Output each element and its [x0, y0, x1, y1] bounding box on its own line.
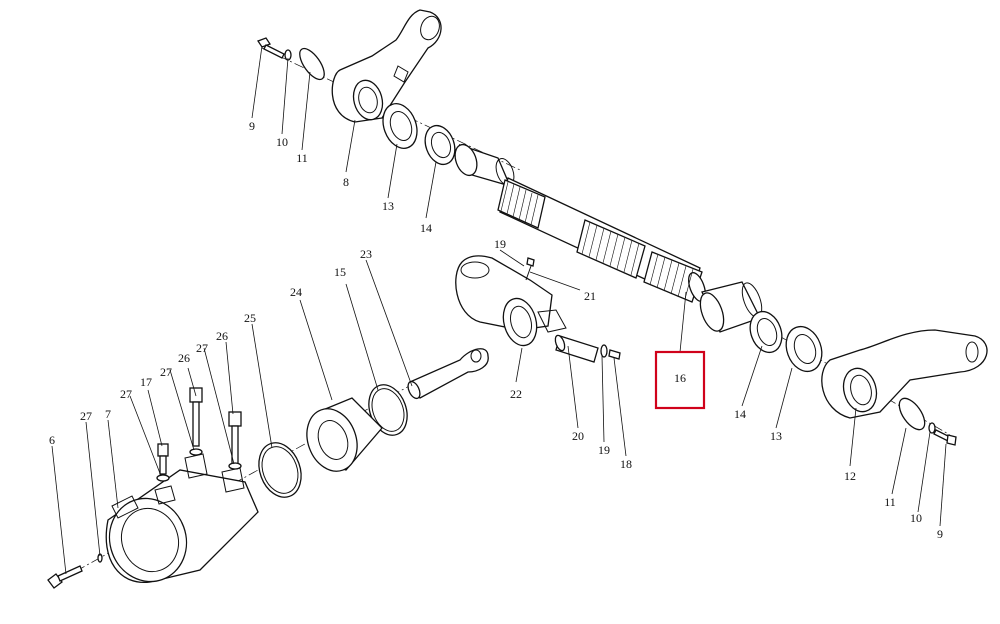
callout-27-c: 27	[120, 387, 132, 401]
callout-9-upper: 9	[249, 119, 255, 133]
washer-27-c	[156, 474, 170, 482]
ring-13-right	[785, 325, 823, 373]
splined-shaft	[497, 177, 706, 303]
cylinder-housing	[105, 453, 259, 584]
flat-washer-right	[898, 397, 926, 431]
callout-27-d: 27	[80, 409, 92, 423]
callout-27-b: 27	[196, 341, 208, 355]
pin-19-lower	[600, 344, 608, 358]
callout-8: 8	[343, 175, 349, 189]
callout-18: 18	[620, 457, 632, 471]
callout-26-left: 26	[178, 351, 190, 365]
lever-arm-right	[821, 329, 988, 419]
snap-ring-15	[368, 384, 408, 436]
bolt-17	[157, 443, 169, 475]
callout-13-upper: 13	[382, 199, 394, 213]
shift-housing	[455, 255, 567, 347]
callout-15: 15	[334, 265, 346, 279]
callout-22: 22	[510, 387, 522, 401]
ring-13-upper	[382, 103, 418, 149]
callout-26-right: 26	[216, 329, 228, 343]
washer-27-b	[228, 462, 242, 470]
bushing-upper	[454, 143, 515, 188]
callout-13-right: 13	[770, 429, 782, 443]
callout-24: 24	[290, 285, 302, 299]
ring-14-upper	[424, 124, 456, 166]
callout-12: 12	[844, 469, 856, 483]
part-16-highlight-box	[654, 350, 706, 410]
callout-14-right: 14	[734, 407, 746, 421]
bolt-upper-left	[257, 37, 285, 59]
flat-washer-upper-left	[299, 47, 325, 81]
leader-lines	[51, 45, 947, 575]
bolt-21	[525, 257, 535, 281]
callout-10-upper: 10	[276, 135, 288, 149]
bolt-26-long	[189, 387, 203, 447]
snap-ring-25	[258, 442, 302, 498]
callout-10-right: 10	[910, 511, 922, 525]
callout-27-a: 27	[160, 365, 172, 379]
callout-17: 17	[140, 375, 152, 389]
upper-assembly-axis	[261, 47, 521, 171]
bolt-right	[933, 429, 957, 446]
pin-20	[554, 334, 599, 363]
bolt-6	[47, 565, 83, 589]
bolt-26-right	[228, 411, 242, 467]
callout-7: 7	[105, 407, 111, 421]
callout-labels: 9 10 11 8 13 14 19 21 23 15 24 25 22 26 …	[49, 119, 943, 541]
washer-27-a	[189, 448, 203, 456]
callout-25: 25	[244, 311, 256, 325]
callout-11-right: 11	[884, 495, 896, 509]
lever-arm-upper	[331, 9, 442, 123]
callout-14-upper: 14	[420, 221, 432, 235]
ring-14-right	[749, 310, 783, 354]
piston-24	[306, 397, 383, 472]
spring-washer-right	[928, 422, 936, 434]
callout-11-upper: 11	[296, 151, 308, 165]
shift-rod	[407, 348, 489, 400]
callout-19-upper: 19	[494, 237, 506, 251]
callout-23: 23	[360, 247, 372, 261]
callout-6: 6	[49, 433, 55, 447]
callout-21: 21	[584, 289, 596, 303]
screw-18	[608, 349, 621, 360]
callout-20: 20	[572, 429, 584, 443]
callout-19-lower: 19	[598, 443, 610, 457]
callout-16: 16	[674, 371, 686, 385]
callout-9-right: 9	[937, 527, 943, 541]
shaft-spline-teeth	[500, 181, 694, 300]
